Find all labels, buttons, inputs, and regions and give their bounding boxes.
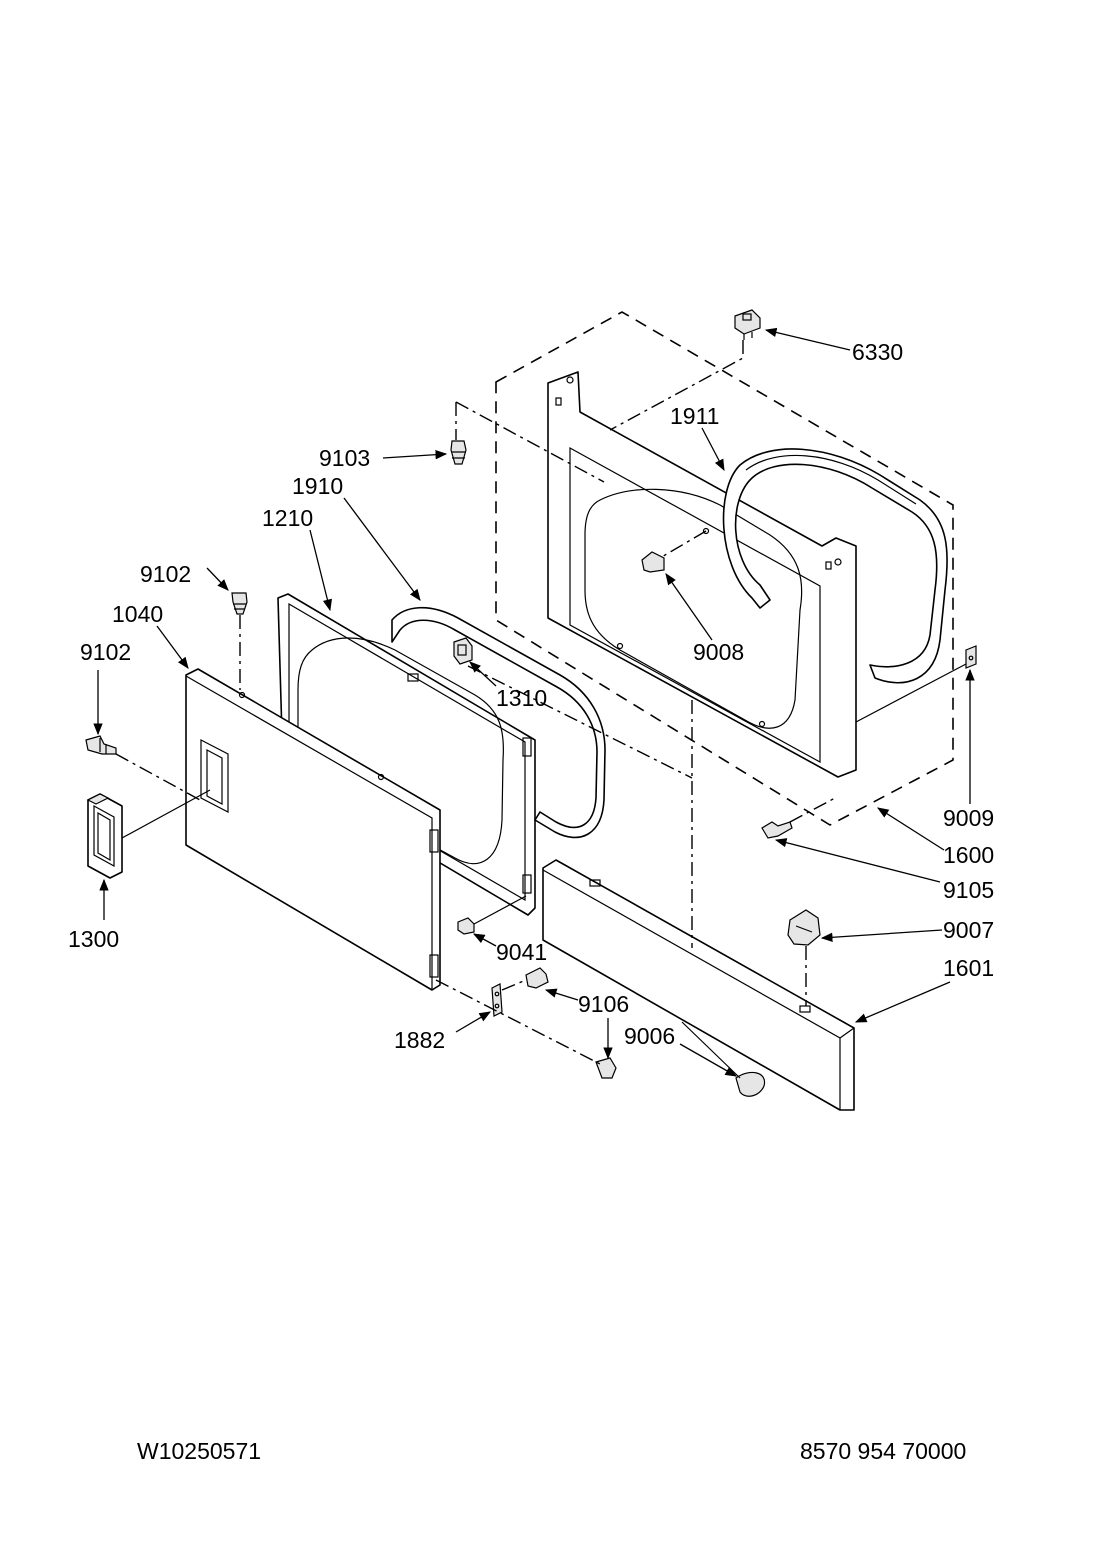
leader-9007 (820, 929, 943, 942)
guide-9041 (473, 895, 527, 925)
label-9006: 9006 (624, 1023, 675, 1049)
rear-gasket-1911 (722, 448, 948, 684)
footer-diagram-number: W10250571 (137, 1438, 262, 1464)
outer-door-1040 (185, 668, 441, 991)
leader-1911 (701, 427, 725, 472)
guide-9008 (659, 530, 707, 559)
leader-1040 (156, 625, 189, 669)
guide-handle (121, 789, 211, 839)
label-9102-top: 9102 (140, 561, 191, 587)
label-9009: 9009 (943, 805, 994, 831)
label-9103: 9103 (319, 445, 370, 471)
leader-1910 (343, 497, 421, 601)
guide-9106 (501, 979, 527, 991)
label-1310: 1310 (496, 685, 547, 711)
footer-literature-number: 8570 954 70000 (800, 1438, 967, 1464)
door-strike-9008 (641, 551, 665, 573)
leader-9103 (382, 449, 448, 460)
screw-9106-top (525, 967, 549, 989)
assembly-1600-outline (495, 311, 954, 826)
leader-9008 (665, 573, 713, 641)
bumper-9041 (457, 917, 475, 935)
label-9106: 9106 (578, 991, 629, 1017)
label-1300: 1300 (68, 926, 119, 952)
guide-1910 (467, 665, 693, 779)
label-1600: 1600 (943, 842, 994, 868)
leader-6330 (764, 327, 851, 351)
label-1040: 1040 (112, 601, 163, 627)
inner-door-frame (547, 371, 857, 778)
label-1911: 1911 (670, 403, 719, 429)
label-9008: 9008 (693, 639, 744, 665)
leader-9102a (206, 567, 229, 591)
door-switch-6330 (734, 309, 761, 340)
label-9007: 9007 (943, 917, 994, 943)
screw-9102-top (231, 592, 248, 615)
leader-9105 (774, 838, 941, 883)
label-1210: 1210 (262, 505, 313, 531)
guide-6330 (609, 340, 744, 431)
guide-9102-side (115, 753, 201, 801)
label-9102-side: 9102 (80, 639, 131, 665)
guide-9103 (455, 401, 605, 483)
label-1882: 1882 (394, 1027, 445, 1053)
screw-9103 (450, 440, 467, 465)
leader-9106a (544, 988, 579, 1001)
leader-1600 (877, 807, 945, 851)
guide-hinge (435, 979, 605, 1067)
label-6330: 6330 (852, 339, 903, 365)
leader-1210 (309, 529, 332, 612)
door-latch-1310 (453, 637, 473, 665)
label-1910: 1910 (292, 473, 343, 499)
screw-9105 (761, 821, 793, 839)
guide-9009 (855, 663, 967, 723)
bracket-9009 (965, 645, 977, 669)
leader-1310 (469, 661, 497, 687)
hook-9006 (735, 1071, 766, 1097)
lower-panel-1601 (542, 859, 855, 1111)
leader-9041 (472, 933, 497, 947)
guide-9105 (789, 797, 836, 823)
label-9105: 9105 (943, 877, 994, 903)
door-handle-1300 (86, 793, 123, 879)
door-inner-panel-1210 (277, 593, 536, 916)
leader-1601 (854, 981, 951, 1023)
leader-9006 (679, 1043, 738, 1077)
label-1601: 1601 (943, 955, 994, 981)
screw-9106-bottom (595, 1057, 617, 1079)
front-gasket-1910 (391, 606, 606, 839)
catch-9007 (787, 909, 821, 946)
leader-1882 (455, 1011, 492, 1033)
hinge-1882 (491, 983, 503, 1017)
label-9041: 9041 (496, 939, 547, 965)
screw-9102-side (85, 735, 117, 755)
